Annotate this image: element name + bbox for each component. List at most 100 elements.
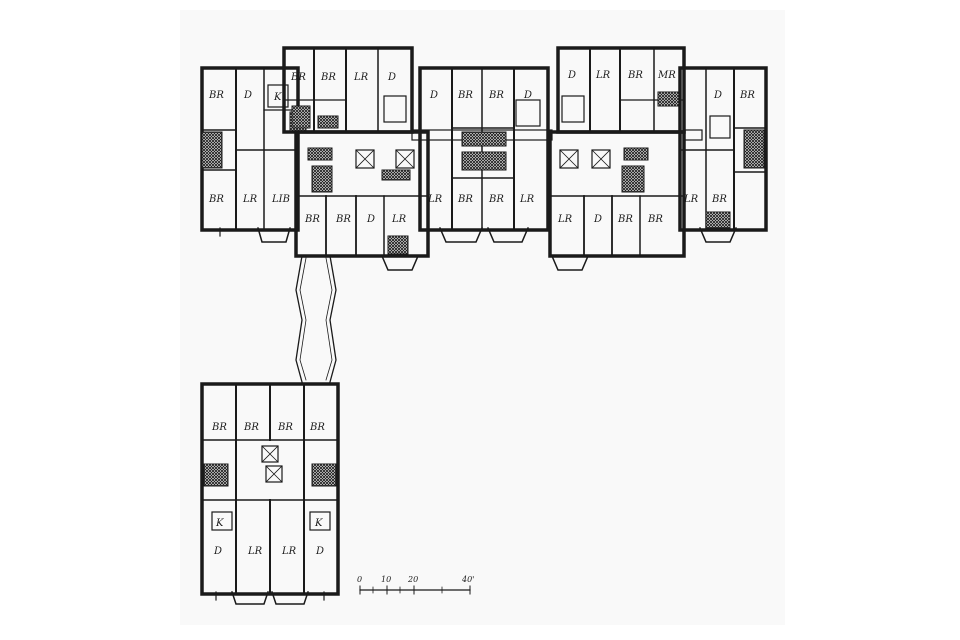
stair-hatch	[461, 151, 507, 171]
wing-d	[548, 46, 703, 271]
stair-hatch	[317, 115, 339, 129]
bay-window	[699, 227, 737, 243]
wing-b	[282, 46, 553, 271]
stair-hatch	[381, 169, 411, 181]
room-label: LR	[595, 70, 611, 81]
elevator-hatch	[311, 165, 333, 193]
elevator-x	[591, 149, 611, 169]
elevator-shaft	[591, 149, 611, 169]
bridge-right-edge	[329, 255, 337, 383]
room-label: K	[314, 518, 323, 529]
room-label: LR	[281, 546, 297, 557]
room-label: D	[213, 546, 222, 557]
kitchen-block	[383, 95, 407, 123]
room-label: BR	[290, 72, 306, 83]
room-label: D	[243, 90, 252, 101]
wing-f	[200, 382, 340, 605]
room-label: LR	[519, 194, 535, 205]
elevator-hatch	[621, 165, 645, 193]
room-label: BR	[617, 214, 633, 225]
bridge-left-edge	[295, 255, 303, 383]
room-label: K	[273, 92, 282, 103]
room-labels: BR D BR LR LIB K BR BR LR D BR BR D LR D…	[208, 70, 755, 557]
room-label: D	[523, 90, 532, 101]
elevator-shaft	[395, 149, 415, 169]
wing-c-outline	[418, 66, 550, 232]
stair-hatch	[291, 105, 311, 129]
bay-window	[257, 227, 291, 243]
bridge-left-inner	[299, 257, 307, 381]
wing-a	[200, 66, 307, 243]
kitchen-block	[561, 95, 585, 123]
bridge-right-inner	[325, 257, 333, 381]
bay-window	[381, 255, 419, 271]
wing-f-outline	[200, 382, 340, 596]
room-label: BR	[304, 214, 320, 225]
scale-labels: 0 10 20 40'	[357, 575, 474, 584]
scale-label: 10	[381, 575, 391, 584]
kitchen-block	[267, 84, 289, 108]
room-label: D	[366, 214, 375, 225]
bay-window	[439, 227, 483, 243]
stair-hatch	[657, 91, 681, 107]
bay-window	[551, 255, 589, 271]
room-label: MR	[657, 70, 676, 81]
bay-window	[271, 591, 309, 605]
room-label: LIB	[271, 194, 290, 205]
room-label: BR	[320, 72, 336, 83]
room-label: D	[567, 70, 576, 81]
elevator-hatch	[623, 147, 649, 161]
room-label: LR	[242, 194, 258, 205]
elevator-x	[265, 465, 283, 483]
room-label: BR	[647, 214, 663, 225]
elevator-x	[355, 149, 375, 169]
room-label: BR	[488, 90, 504, 101]
link-bridge	[295, 255, 337, 383]
room-label: LR	[557, 214, 573, 225]
elevator-x	[395, 149, 415, 169]
room-label: LR	[247, 546, 263, 557]
room-label: BR	[627, 70, 643, 81]
elevator-shaft	[261, 445, 279, 463]
room-label: BR	[335, 214, 351, 225]
scale-label: 40'	[461, 575, 474, 584]
bay-window	[231, 591, 269, 605]
stair-hatch	[461, 131, 507, 147]
stair-hatch	[311, 463, 337, 487]
scale-label: 20	[407, 575, 418, 584]
core-outline	[548, 130, 686, 258]
room-label: D	[429, 90, 438, 101]
room-label: LR	[391, 214, 407, 225]
room-label: BR	[457, 90, 473, 101]
room-label: BR	[208, 90, 224, 101]
stair-hatch	[203, 463, 229, 487]
elevator-x	[559, 149, 579, 169]
kitchen-block	[309, 511, 331, 531]
room-label: LR	[353, 72, 369, 83]
wing-c	[418, 66, 550, 243]
room-label: BR	[243, 422, 259, 433]
wing-e-outline	[678, 66, 768, 232]
bay-window	[487, 227, 529, 243]
connector-corridor	[683, 129, 703, 141]
room-label: D	[387, 72, 396, 83]
wing-e	[678, 66, 768, 243]
room-label: D	[713, 90, 722, 101]
elevator-shaft	[355, 149, 375, 169]
room-label: BR	[739, 90, 755, 101]
core-outline	[294, 130, 430, 258]
stair-hatch	[201, 131, 223, 169]
stair-hatch	[743, 129, 765, 169]
room-label: LR	[683, 194, 699, 205]
room-label: D	[593, 214, 602, 225]
elevator-shaft	[265, 465, 283, 483]
stair-hatch	[387, 235, 409, 255]
kitchen-block	[211, 511, 233, 531]
room-label: BR	[277, 422, 293, 433]
room-label: BR	[711, 194, 727, 205]
room-label: BR	[208, 194, 224, 205]
room-label: K	[215, 518, 224, 529]
kitchen-block	[709, 115, 731, 139]
scale-label: 0	[357, 575, 362, 584]
